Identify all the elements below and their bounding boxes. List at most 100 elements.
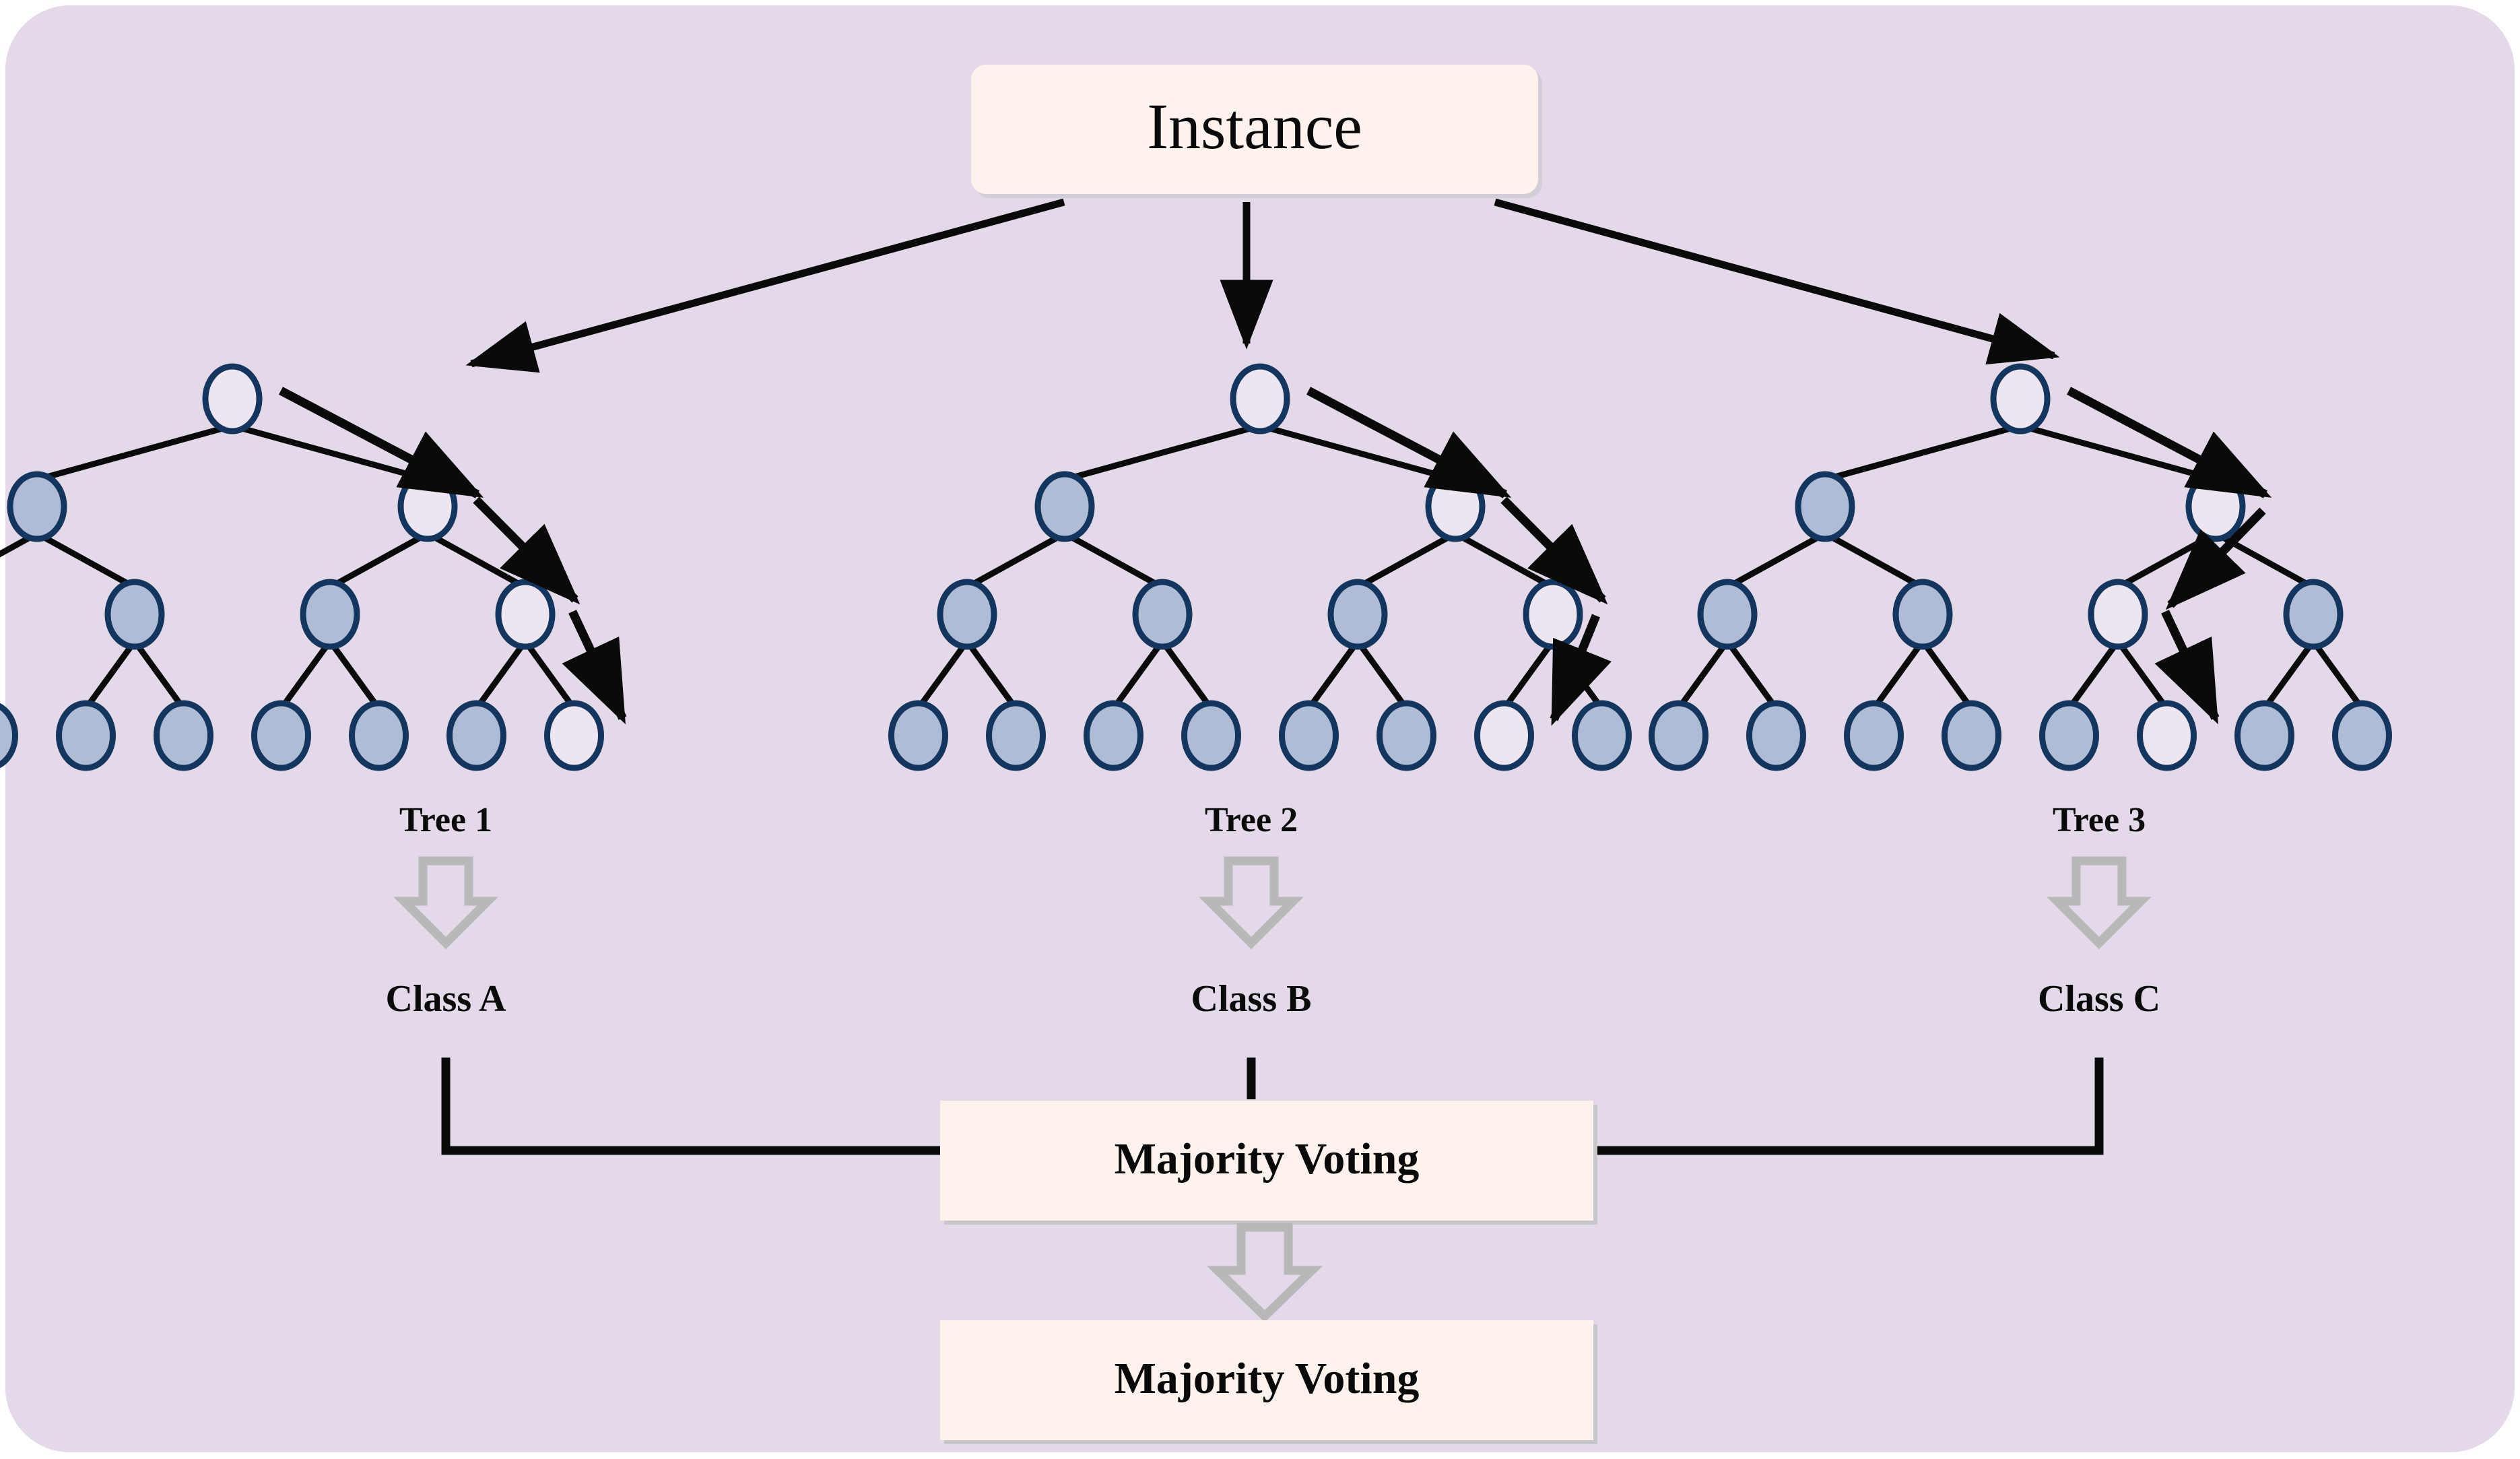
tree-edge	[1501, 639, 1556, 711]
tree-node-level2[interactable]	[2088, 579, 2148, 650]
tree-node-leaf[interactable]	[1746, 700, 1806, 771]
tree-edge	[915, 639, 970, 711]
tree-edge	[2261, 639, 2316, 711]
tree-node-leaf[interactable]	[1844, 700, 1904, 771]
tree-node-level1[interactable]	[1425, 471, 1486, 542]
majority-voting-final-box[interactable]	[940, 1320, 1593, 1440]
block-arrow-down-icon	[2047, 856, 2152, 950]
majority-voting-primary-label: Majority Voting	[1115, 1134, 1420, 1184]
class-output-label: Class A	[386, 978, 506, 1020]
tree-edge	[83, 639, 137, 711]
tree-edge	[964, 639, 1019, 711]
tree-edge	[1725, 531, 1827, 590]
tree-label: Tree 3	[2053, 801, 2146, 839]
tree-edge	[1920, 639, 1975, 711]
tree-node-leaf[interactable]	[2234, 700, 2294, 771]
tree-node-level2[interactable]	[495, 579, 556, 650]
tree-edge	[328, 531, 430, 590]
tree-node-level2[interactable]	[1132, 579, 1193, 650]
tree-edge	[1063, 531, 1164, 590]
tree-2: Tree 2 Class B	[888, 363, 1632, 1020]
tree-edge	[1823, 531, 1925, 590]
tree-edge	[0, 531, 39, 558]
tree-edge	[2066, 639, 2121, 711]
class-output-label: Class B	[1191, 978, 1312, 1020]
majority-voting-primary-box[interactable]	[940, 1101, 1593, 1221]
instance-box[interactable]	[971, 65, 1538, 194]
tree-node-leaf[interactable]	[1474, 700, 1534, 771]
tree-node-level2[interactable]	[1697, 579, 1758, 650]
tree-node-leaf[interactable]	[1279, 700, 1339, 771]
class-c-connector	[1594, 1058, 2104, 1155]
tree-edge	[1676, 639, 1730, 711]
tree-node-level1[interactable]	[2185, 471, 2246, 542]
tree-edge	[36, 422, 234, 483]
tree-edge	[1063, 422, 1261, 483]
instance-to-tree1-arrow	[465, 198, 1065, 373]
tree-node-leaf[interactable]	[251, 700, 311, 771]
tree-edge	[1824, 422, 2022, 483]
tree-edge	[1725, 639, 1779, 711]
decision-path-arrow	[2165, 507, 2266, 610]
tree-edge	[231, 422, 429, 483]
tree-node-level1[interactable]	[1034, 471, 1095, 542]
tree-node-leaf[interactable]	[446, 700, 506, 771]
tree-node-leaf[interactable]	[2332, 700, 2392, 771]
tree-node-leaf[interactable]	[1649, 700, 1709, 771]
tree-node-leaf[interactable]	[1377, 700, 1436, 771]
tree-edge	[1871, 639, 1925, 711]
tree-edge	[965, 531, 1067, 590]
tree-node-root[interactable]	[1990, 363, 2051, 434]
tree-node-root[interactable]	[1230, 363, 1290, 434]
decision-path-arrow	[1500, 496, 1608, 605]
tree-node-leaf[interactable]	[154, 700, 213, 771]
tree-edge	[1356, 531, 1457, 590]
tree-node-leaf[interactable]	[1181, 700, 1241, 771]
tree-node-level2[interactable]	[1523, 579, 1583, 650]
tree-node-root[interactable]	[202, 363, 263, 434]
tree-node-leaf[interactable]	[1084, 700, 1143, 771]
tree-node-leaf[interactable]	[986, 700, 1046, 771]
tree-edge	[132, 639, 187, 711]
tree-node-leaf[interactable]	[349, 700, 409, 771]
decision-path-arrow	[278, 387, 484, 498]
decision-path-arrow	[2154, 610, 2220, 725]
block-arrow-down-icon	[393, 856, 498, 950]
block-arrow-down-icon-final	[1206, 1223, 1323, 1323]
tree-node-leaf[interactable]	[1572, 700, 1632, 771]
tree-edge	[1259, 422, 1457, 483]
tree-node-level2[interactable]	[104, 579, 165, 650]
decision-path-arrow	[562, 610, 627, 725]
decision-path-arrow	[2066, 387, 2272, 498]
class-output-label: Class C	[2038, 978, 2160, 1020]
tree-node-level2[interactable]	[300, 579, 360, 650]
tree-node-leaf[interactable]	[1942, 700, 2001, 771]
tree-node-leaf[interactable]	[2137, 700, 2197, 771]
tree-edge	[35, 531, 137, 590]
class-a-connector	[441, 1058, 951, 1155]
tree-edge	[1160, 639, 1214, 711]
tree-node-leaf[interactable]	[56, 700, 116, 771]
tree-edge	[1110, 639, 1165, 711]
tree-node-level1[interactable]	[7, 471, 67, 542]
tree-edge	[278, 639, 333, 711]
tree-node-level1[interactable]	[1795, 471, 1855, 542]
tree-node-level2[interactable]	[2283, 579, 2344, 650]
tree-node-leaf[interactable]	[888, 700, 948, 771]
tree-node-leaf[interactable]	[0, 703, 18, 769]
tree-node-leaf[interactable]	[544, 700, 604, 771]
tree-node-level2[interactable]	[937, 579, 997, 650]
tree-edge	[2311, 639, 2365, 711]
tree-label: Tree 2	[1205, 801, 1298, 839]
tree-node-level1[interactable]	[397, 471, 458, 542]
tree-node-level2[interactable]	[1327, 579, 1388, 650]
tree-node-level2[interactable]	[1892, 579, 1953, 650]
tree-edge	[2019, 422, 2217, 483]
decision-path-arrow	[473, 496, 581, 605]
tree-node-leaf[interactable]	[2039, 700, 2099, 771]
block-arrow-down-icon	[1199, 856, 1304, 950]
